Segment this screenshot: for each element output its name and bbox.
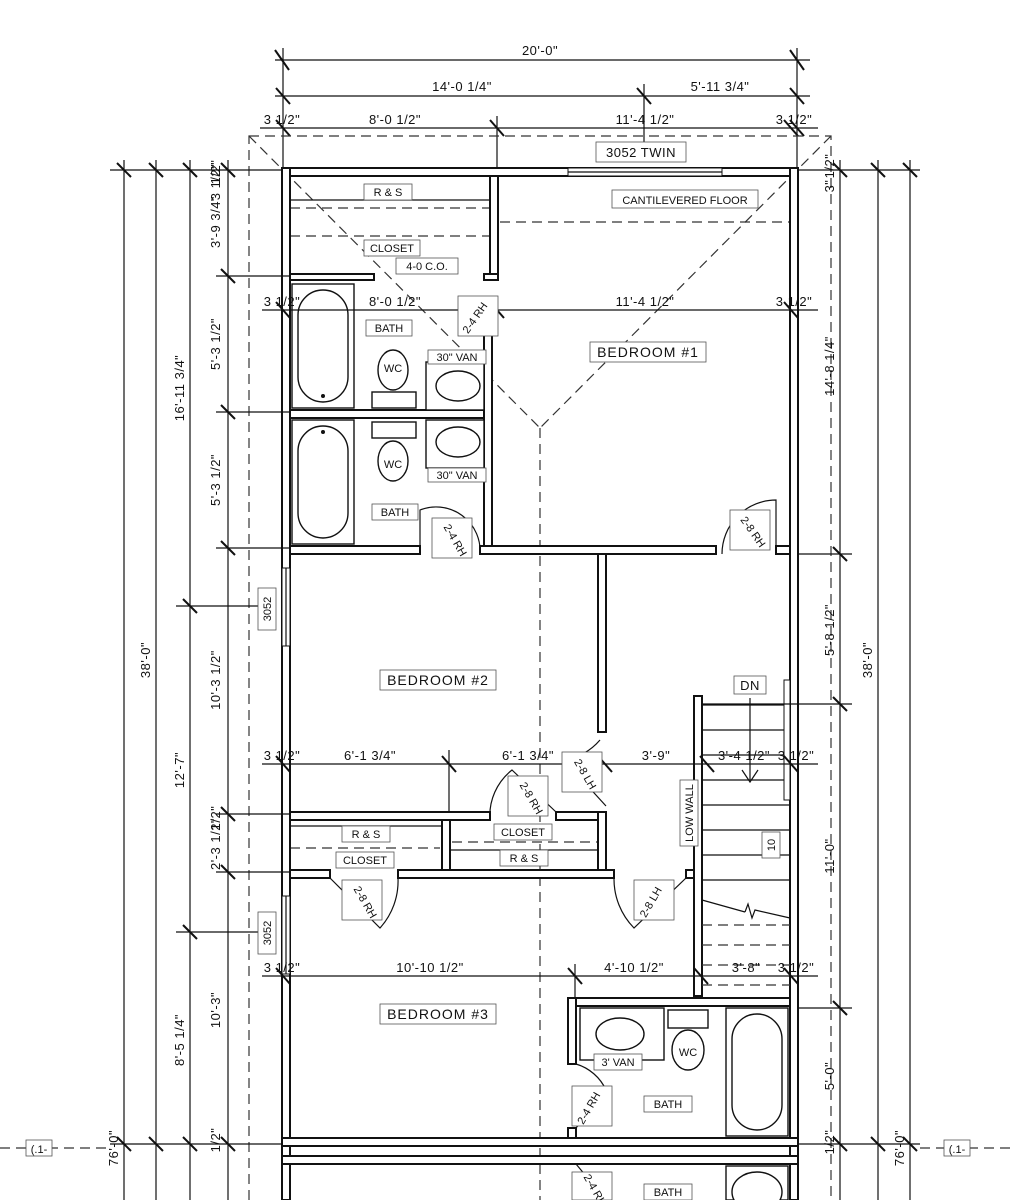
cantilevered-floor-label: CANTILEVERED FLOOR: [622, 195, 747, 207]
wc-label-1: WC: [384, 363, 402, 375]
bedroom-3-label: BEDROOM #3: [387, 1006, 489, 1022]
wc-label-3: WC: [679, 1047, 697, 1059]
van-label-1: 30" VAN: [437, 352, 478, 364]
dim-left-mid-3: 8'-5 1/4": [172, 1014, 187, 1066]
dim-left-4: 5'-3 1/2": [208, 318, 223, 370]
bath-label-1: BATH: [375, 323, 404, 335]
dim-r4-d: 3'-8": [732, 960, 760, 975]
van-label-3: 3' VAN: [601, 1057, 634, 1069]
dim-upper-right: 5'-11 3/4": [691, 79, 750, 94]
dim-left-6: 10'-3 1/2": [208, 650, 223, 710]
dim-r3-a: 3 1/2": [264, 748, 301, 763]
dim-left-mid-1: 16'-11 3/4": [172, 355, 187, 422]
dim-r3-b: 6'-1 3/4": [344, 748, 396, 763]
dim-r3-c: 6'-1 3/4": [502, 748, 554, 763]
dim-right-4: 5'-8 1/2": [822, 604, 837, 656]
closet-label-2: CLOSET: [343, 855, 387, 867]
bath-label-2: BATH: [381, 507, 410, 519]
dim-left-5: 5'-3 1/2": [208, 454, 223, 506]
left-dimensions: 1/2" 3'-9 3/4" 3 1/2" 5'-3 1/2" 5'-3 1/2…: [106, 160, 290, 1200]
dim-r3-e: 3'-4 1/2": [718, 748, 770, 763]
dim-upper-left: 14'-0 1/4": [432, 79, 492, 94]
dim-left-far: 76'-0": [106, 1130, 121, 1166]
dim-right-7: 1/2": [822, 1130, 837, 1155]
rs-label-3: R & S: [510, 853, 539, 865]
right-dimensions: 1/2" 3" 14'-8 1/4" 5'-8 1/2" 11'-0" 5'-0…: [702, 154, 920, 1200]
top-dimensions: 20'-0" 14'-0 1/4" 5'-11 3/4" 3 1/2" 8'-0…: [260, 43, 818, 175]
dim-r1-d: 3 1/2": [776, 112, 813, 127]
closet-label-3: CLOSET: [501, 827, 545, 839]
dim-r4-b: 10'-10 1/2": [396, 960, 464, 975]
dim-right-6: 5'-0": [822, 1062, 837, 1090]
dim-r1-b: 8'-0 1/2": [369, 112, 421, 127]
rs-label-1: R & S: [374, 187, 403, 199]
exterior-walls: [281, 167, 799, 1200]
van-label-2: 30" VAN: [437, 470, 478, 482]
bath-label-4: BATH: [654, 1187, 683, 1199]
dim-r2-c: 11'-4 1/2": [616, 294, 675, 309]
room-labels: 3052 TWIN CANTILEVERED FLOOR R & S CLOSE…: [257, 141, 781, 1200]
dim-left-1: 1/2": [208, 160, 223, 185]
dim-r4-a: 3 1/2": [264, 960, 301, 975]
dim-right-1: 1/2": [822, 154, 837, 179]
stair-10-label: 10: [766, 839, 778, 851]
bath-label-3: BATH: [654, 1099, 683, 1111]
rs-label-2: R & S: [352, 829, 381, 841]
dim-left-8: 2'-3 1/2": [208, 818, 223, 870]
dim-r4-c: 4'-10 1/2": [604, 960, 664, 975]
dim-left-9: 10'-3": [208, 992, 223, 1028]
dim-left-outer: 38'-0": [138, 642, 153, 678]
dim-r2-d: 3 1/2": [776, 294, 813, 309]
dim-r1-c: 11'-4 1/2": [616, 112, 675, 127]
dim-overall-width: 20'-0": [522, 43, 558, 58]
window-side-label-1: 3052: [262, 597, 274, 621]
staircase: [701, 679, 791, 986]
dim-left-10: 1/2": [208, 1128, 223, 1153]
section-mark-left: (.1-: [31, 1144, 48, 1156]
bedroom-1-label: BEDROOM #1: [597, 344, 699, 360]
wc-label-2: WC: [384, 459, 402, 471]
dim-right-3: 14'-8 1/4": [822, 336, 837, 396]
door-40co-label: 4-0 C.O.: [406, 261, 448, 273]
dim-r2-a: 3 1/2": [264, 294, 301, 309]
bath-fixtures: [291, 283, 789, 1200]
dim-right-5: 11'-0": [822, 838, 837, 873]
dim-r3-f: 3 1/2": [778, 748, 815, 763]
low-wall-label: LOW WALL: [684, 784, 696, 842]
dim-right-far: 76'-0": [892, 1130, 907, 1166]
dim-r3-d: 3'-9": [642, 748, 670, 763]
dim-r1-a: 3 1/2": [264, 112, 301, 127]
window-side-label-2: 3052: [262, 921, 274, 945]
dim-r4-e: 3 1/2": [778, 960, 815, 975]
dim-left-7: 1/2": [208, 806, 223, 831]
dim-r2-b: 8'-0 1/2": [369, 294, 421, 309]
dim-right-2: 3": [822, 180, 837, 193]
dn-label: DN: [740, 678, 760, 693]
closet-label-1: CLOSET: [370, 243, 414, 255]
section-mark-right: (.1-: [949, 1144, 966, 1156]
dim-right-outer: 38'-0": [860, 642, 875, 678]
bedroom-2-label: BEDROOM #2: [387, 672, 489, 688]
cantilever-outline: [248, 135, 832, 1200]
dim-left-mid-2: 12'-7": [172, 752, 187, 788]
interior-dimensions: 3 1/2" 8'-0 1/2" 11'-4 1/2" 3 1/2" 3 1/2…: [262, 294, 818, 998]
section-markers: (.1- (.1-: [0, 1139, 1013, 1157]
window-top-label: 3052 TWIN: [606, 145, 676, 160]
dim-left-3: 3 1/2": [208, 164, 223, 201]
dim-left-2: 3'-9 3/4": [208, 196, 223, 248]
